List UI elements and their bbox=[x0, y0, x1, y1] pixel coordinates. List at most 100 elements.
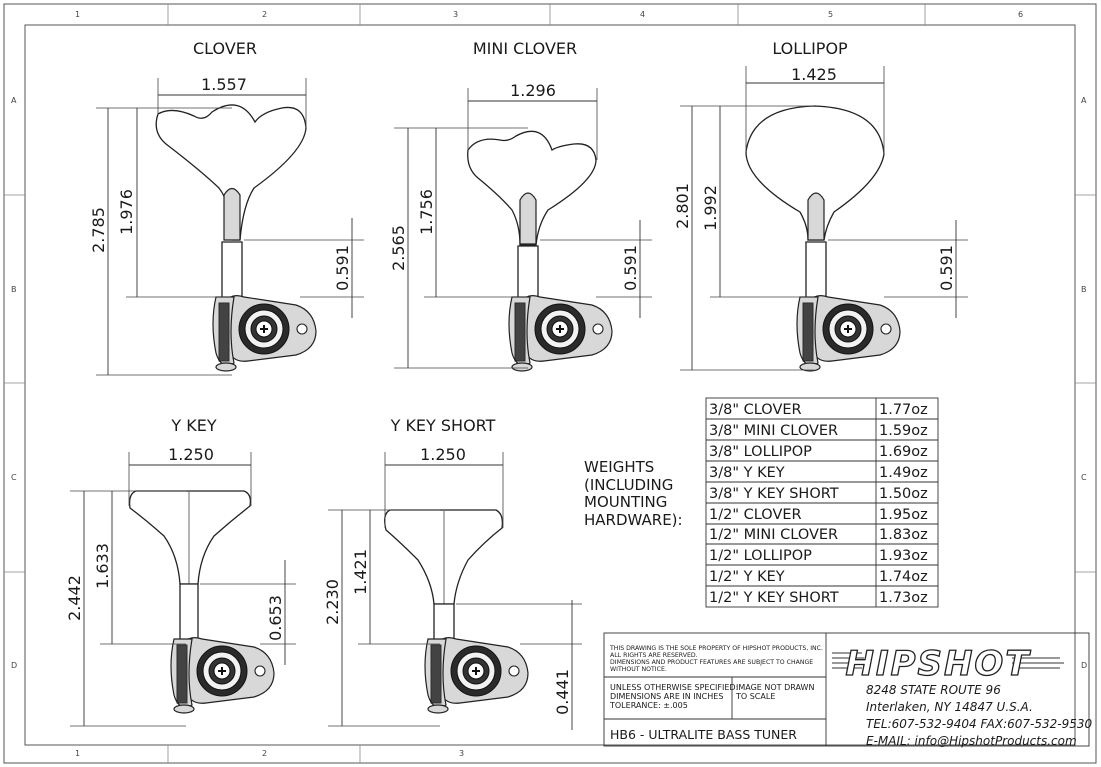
weights-row-value: 1.83oz bbox=[879, 527, 928, 543]
lollipop-shaft-top bbox=[807, 192, 825, 241]
zone-col-6: 6 bbox=[1018, 10, 1023, 19]
y-key-post-dim: 0.653 bbox=[266, 595, 285, 641]
zone-col-5: 5 bbox=[828, 10, 833, 19]
y-key-tuner-body bbox=[170, 636, 275, 714]
weights-row-item: 1/2" Y KEY SHORT bbox=[709, 590, 839, 606]
mini-clover-post-dim: 0.591 bbox=[621, 245, 640, 291]
weights-row-item: 1/2" MINI CLOVER bbox=[709, 527, 838, 543]
y-key-shaft bbox=[179, 583, 199, 641]
y-key-short-width-dim: 1.250 bbox=[420, 445, 466, 464]
spec-line-2: DIMENSIONS ARE IN INCHES bbox=[610, 692, 723, 701]
clover-tuner-body bbox=[212, 294, 317, 372]
weights-row-item: 3/8" MINI CLOVER bbox=[709, 423, 838, 439]
scale-line-1: IMAGE NOT DRAWN bbox=[736, 683, 814, 692]
weights-row-item: 3/8" LOLLIPOP bbox=[709, 444, 812, 460]
weights-row-value: 1.74oz bbox=[879, 569, 928, 585]
spec-line-1: UNLESS OTHERWISE SPECIFIED: bbox=[610, 683, 738, 692]
clover-post-dim: 0.591 bbox=[333, 245, 352, 291]
view-title-y-key: Y KEY bbox=[170, 416, 216, 435]
zone-row-d-right: D bbox=[1081, 661, 1087, 670]
view-clover: CLOVER 1.557 2.785 1.976 0.591 bbox=[89, 39, 364, 376]
zone-col-3-bottom: 3 bbox=[459, 749, 464, 758]
zone-row-a: A bbox=[11, 96, 17, 105]
clover-head-dim: 1.976 bbox=[117, 189, 136, 235]
clover-width-dim: 1.557 bbox=[201, 75, 247, 94]
notice-line-4: WITHOUT NOTICE. bbox=[610, 666, 667, 673]
sheet-frame bbox=[3, 3, 1097, 764]
mini-clover-head-dim: 1.756 bbox=[417, 189, 436, 235]
y-key-short-head-dim: 1.421 bbox=[351, 549, 370, 595]
address-line-4: E-MAIL: info@HipshotProducts.com bbox=[866, 734, 1077, 748]
spec-line-3: TOLERANCE: ±.005 bbox=[609, 701, 688, 710]
mini-clover-head-outline bbox=[467, 130, 597, 246]
weights-row-value: 1.50oz bbox=[879, 486, 928, 502]
notice-line-1: THIS DRAWING IS THE SOLE PROPERTY OF HIP… bbox=[609, 645, 823, 652]
mini-clover-shaft bbox=[517, 245, 539, 301]
clover-head-outline bbox=[155, 104, 307, 241]
view-title-lollipop: LOLLIPOP bbox=[772, 39, 848, 58]
view-title-y-key-short: Y KEY SHORT bbox=[390, 416, 496, 435]
weights-row-item: 3/8" Y KEY SHORT bbox=[709, 486, 839, 502]
y-key-short-shaft bbox=[433, 603, 455, 641]
lollipop-post-dim: 0.591 bbox=[937, 245, 956, 291]
view-title-clover: CLOVER bbox=[193, 39, 257, 58]
weights-label-line-1: WEIGHTS bbox=[584, 458, 654, 476]
address-line-3: TEL:607-532-9404 FAX:607-532-9530 bbox=[866, 717, 1093, 731]
weights-table: 3/8" CLOVER 1.77oz 3/8" MINI CLOVER 1.59… bbox=[705, 397, 939, 608]
zone-row-b: B bbox=[11, 285, 17, 294]
y-key-short-post-dim: 0.441 bbox=[553, 669, 572, 715]
y-key-width-dim: 1.250 bbox=[168, 445, 214, 464]
view-y-key-short: Y KEY SHORT 1.250 2.230 1.421 0.441 bbox=[323, 416, 582, 730]
hipshot-logo: HIPSHOT bbox=[832, 643, 1064, 685]
weights-row-value: 1.59oz bbox=[879, 423, 928, 439]
address-line-2: Interlaken, NY 14847 U.S.A. bbox=[866, 700, 1033, 714]
zone-col-1: 1 bbox=[75, 10, 80, 19]
mini-clover-tuner-body bbox=[508, 294, 613, 372]
lollipop-shaft bbox=[805, 241, 827, 301]
title-block: THIS DRAWING IS THE SOLE PROPERTY OF HIP… bbox=[603, 632, 1093, 748]
zone-labels: 1 2 3 4 5 6 1 2 3 A B C D A B C D bbox=[11, 10, 1087, 758]
zone-col-2: 2 bbox=[262, 10, 267, 19]
weights-row-item: 3/8" CLOVER bbox=[709, 402, 802, 418]
part-name: HB6 - ULTRALITE BASS TUNER bbox=[610, 727, 797, 742]
weights-section: WEIGHTS (INCLUDING MOUNTING HARDWARE): 3… bbox=[584, 397, 939, 608]
y-key-short-overall-dim: 2.230 bbox=[323, 579, 342, 625]
weights-row-value: 1.73oz bbox=[879, 590, 928, 606]
zone-col-2-bottom: 2 bbox=[262, 749, 267, 758]
weights-row-value: 1.93oz bbox=[879, 548, 928, 564]
view-title-mini-clover: MINI CLOVER bbox=[473, 39, 577, 58]
notice-line-2: ALL RIGHTS ARE RESERVED. bbox=[610, 652, 698, 659]
zone-row-c-right: C bbox=[1081, 473, 1087, 482]
weights-row-value: 1.69oz bbox=[879, 444, 928, 460]
lollipop-overall-dim: 2.801 bbox=[673, 183, 692, 229]
view-y-key: Y KEY 1.250 2.442 1.633 0.653 bbox=[65, 416, 296, 727]
clover-shaft-top bbox=[223, 187, 241, 241]
y-key-short-head-outline bbox=[384, 509, 504, 605]
weights-row-item: 1/2" Y KEY bbox=[709, 569, 785, 585]
zone-row-a-right: A bbox=[1081, 96, 1087, 105]
zone-row-c: C bbox=[11, 473, 17, 482]
logo-wordmark: HIPSHOT bbox=[845, 644, 1031, 684]
zone-col-3: 3 bbox=[453, 10, 458, 19]
weights-row-value: 1.49oz bbox=[879, 465, 928, 481]
lollipop-tuner-body bbox=[796, 294, 901, 372]
scale-line-2: TO SCALE bbox=[735, 692, 775, 701]
zone-row-b-right: B bbox=[1081, 285, 1087, 294]
lollipop-width-dim: 1.425 bbox=[791, 65, 837, 84]
weights-row-value: 1.77oz bbox=[879, 402, 928, 418]
zone-col-4: 4 bbox=[640, 10, 645, 19]
view-lollipop: LOLLIPOP 1.425 2.801 1.992 0.591 bbox=[673, 39, 968, 372]
zone-col-1-bottom: 1 bbox=[75, 749, 80, 758]
address-line-1: 8248 STATE ROUTE 96 bbox=[866, 683, 1001, 697]
y-key-head-dim: 1.633 bbox=[93, 543, 112, 589]
y-key-head-outline bbox=[128, 490, 252, 585]
weights-row-value: 1.95oz bbox=[879, 507, 928, 523]
y-key-short-tuner-body bbox=[424, 636, 529, 714]
weights-label-line-3: MOUNTING bbox=[584, 493, 667, 511]
view-mini-clover: MINI CLOVER 1.296 2.565 1.756 0.591 bbox=[389, 39, 652, 372]
y-key-overall-dim: 2.442 bbox=[65, 575, 84, 621]
notice-line-3: DIMENSIONS AND PRODUCT FEATURES ARE SUBJ… bbox=[610, 659, 813, 666]
clover-shaft bbox=[221, 241, 243, 301]
lollipop-head-dim: 1.992 bbox=[701, 185, 720, 231]
